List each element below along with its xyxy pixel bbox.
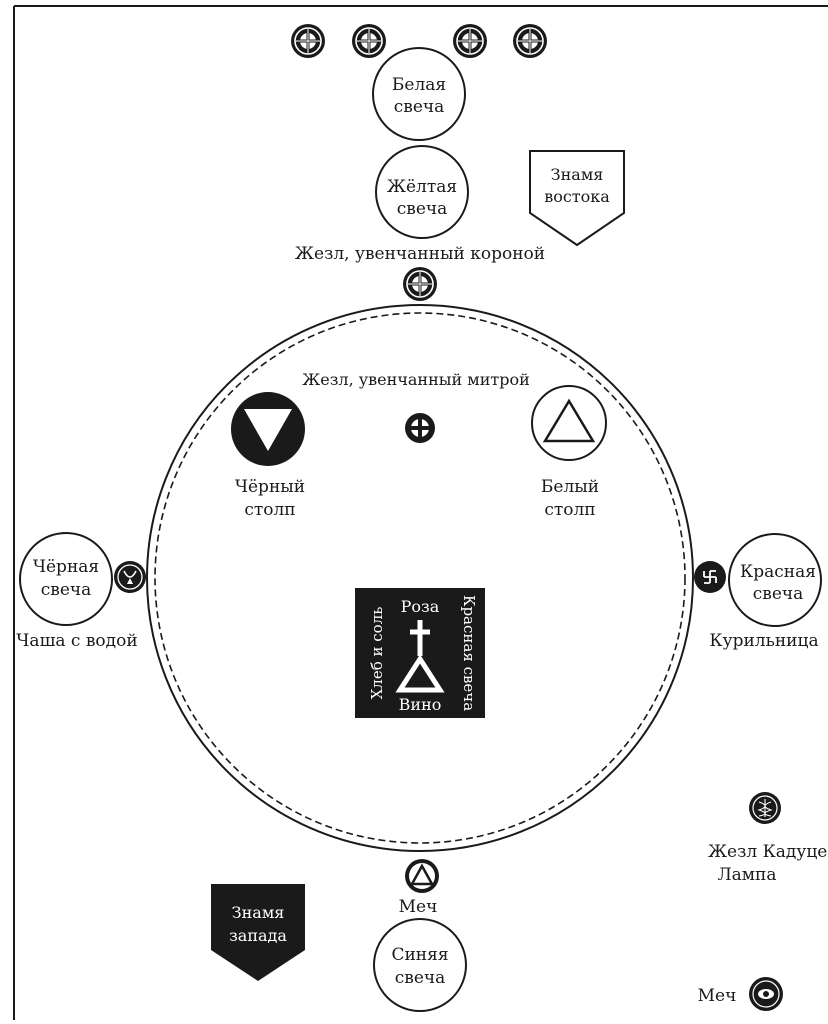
altar-rose-label: Роза <box>401 597 440 616</box>
water-cup-label: Чаша с водой <box>16 631 137 651</box>
altar-cross-icon <box>410 620 430 656</box>
white-pillar-label-1: Белый <box>541 477 599 497</box>
blue-candle-circle <box>373 918 467 1012</box>
outer-circle <box>146 304 694 852</box>
censer-icon <box>694 561 726 593</box>
mitre-wand-icon <box>405 413 435 443</box>
eye-sword-icon <box>749 977 783 1011</box>
water-cup-icon <box>114 561 146 593</box>
red-candle-label-1: Красная <box>740 562 816 582</box>
black-candle-label-2: свеча <box>41 580 92 600</box>
yellow-candle-label-2: свеча <box>397 199 448 219</box>
crown-wand-label: Жезл, увенчанный короной <box>295 244 545 264</box>
yellow-candle-label-1: Жёлтая <box>387 177 457 197</box>
white-pillar-label-2: столп <box>544 500 595 520</box>
altar-bread-salt-label: Хлеб и соль <box>368 607 386 700</box>
west-banner-shape <box>211 884 305 981</box>
mitre-wand-label: Жезл, увенчанный митрой <box>302 370 530 389</box>
east-banner-shape <box>529 150 625 247</box>
blue-candle-label-1: Синяя <box>391 945 448 965</box>
caduceus-label: Жезл Кадуцея <box>708 842 828 862</box>
altar-red-candle-label: Красная свеча <box>460 595 478 711</box>
crown-wand-icon <box>401 265 439 303</box>
cross-symbol-4 <box>511 22 549 60</box>
black-candle-circle <box>19 532 113 626</box>
black-candle-label-1: Чёрная <box>33 557 99 577</box>
black-pillar-label-1: Чёрный <box>235 477 305 497</box>
east-banner-label-1: Знамя <box>551 165 604 184</box>
sword-icon <box>405 859 439 893</box>
west-banner-label-1: Знамя <box>232 903 285 922</box>
west-banner-label-2: запада <box>229 926 287 945</box>
red-candle-label-2: свеча <box>753 584 804 604</box>
cross-symbol-1 <box>289 22 327 60</box>
black-pillar-icon <box>231 392 305 466</box>
altar-triangle-icon <box>395 654 445 693</box>
sword-label: Меч <box>399 897 438 917</box>
east-banner-label-2: востока <box>544 187 610 206</box>
censer-label: Курильница <box>709 631 818 651</box>
inner-dashed-circle <box>154 312 686 844</box>
sword-right-label: Меч <box>698 986 737 1006</box>
white-candle-label-1: Белая <box>392 75 446 95</box>
cross-symbol-3 <box>451 22 489 60</box>
cross-symbol-2 <box>350 22 388 60</box>
white-pillar-icon <box>531 385 607 461</box>
black-pillar-label-2: столп <box>244 500 295 520</box>
altar-wine-label: Вино <box>399 695 442 714</box>
yellow-candle-circle <box>375 145 469 239</box>
blue-candle-label-2: свеча <box>395 968 446 988</box>
caduceus-icon <box>749 792 781 824</box>
lamp-label: Лампа <box>717 865 776 885</box>
red-candle-circle <box>728 533 822 627</box>
white-candle-circle <box>372 47 466 141</box>
white-candle-label-2: свеча <box>394 97 445 117</box>
